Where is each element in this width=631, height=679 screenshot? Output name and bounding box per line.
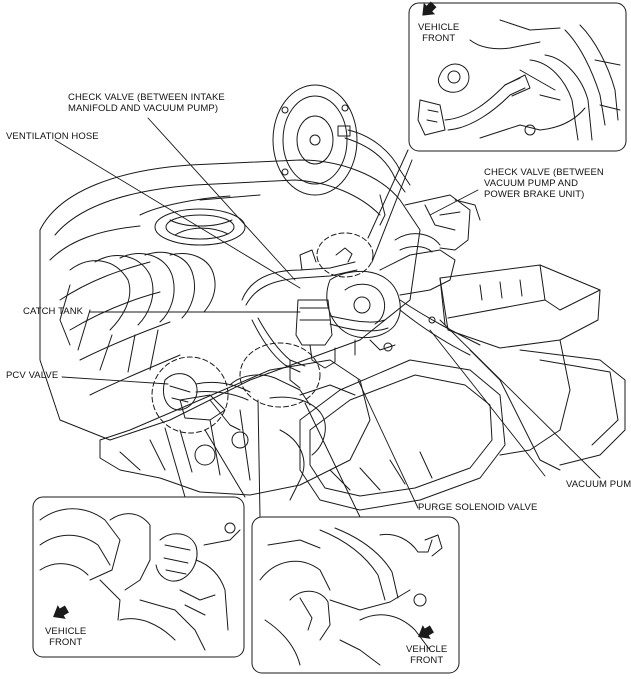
pcv-valve-area [163,373,251,431]
arrow-bottom-left-inset [53,605,69,619]
catch-tank-and-hoses [241,247,389,389]
label-vehicle-front-top: VEHICLE FRONT [418,22,460,44]
battery-box [439,264,626,471]
inset-bottom-left [32,496,245,658]
label-ventilation-hose: VENTILATION HOSE [6,131,99,142]
callout-wedges [164,149,413,518]
leader-lines [54,117,601,509]
label-vehicle-front-bottom-left: VEHICLE FRONT [45,626,87,648]
detail-circles [151,232,374,434]
engine-lower-block [99,359,371,496]
brake-booster [272,84,411,226]
label-purge-solenoid-valve: PURGE SOLENOID VALVE [418,502,538,513]
vacuum-pump-assembly [326,194,481,356]
inset-top-right [408,2,627,152]
label-catch-tank: CATCH TANK [23,306,84,317]
arrow-bottom-right-inset [418,625,434,639]
inset-bottom-right [251,516,460,674]
label-vacuum-pump: VACUUM PUMP [566,479,631,490]
air-cleaner [279,359,506,511]
label-vehicle-front-bottom-right: VEHICLE FRONT [406,644,448,666]
engine-cover [39,159,421,441]
label-check-valve-intake: CHECK VALVE (BETWEEN INTAKE MANIFOLD AND… [68,92,225,114]
label-check-valve-vacuum: CHECK VALVE (BETWEEN VACUUM PUMP AND POW… [484,167,604,200]
label-pcv-valve: PCV VALVE [6,370,59,381]
